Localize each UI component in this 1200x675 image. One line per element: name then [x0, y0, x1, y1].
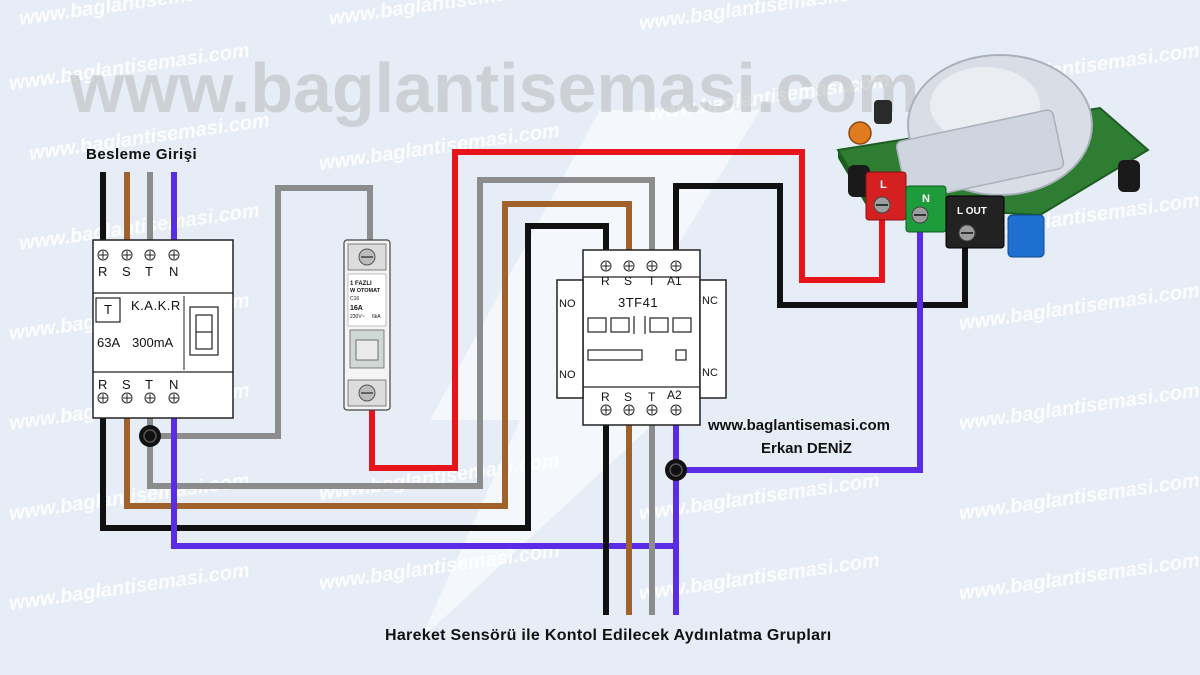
- mcb-label-line4: 16A: [350, 305, 363, 312]
- rcd-test-button-box: [95, 297, 121, 323]
- supply-label: Besleme Girişi: [86, 146, 198, 163]
- contactor-top-terminals: [600, 260, 682, 272]
- contactor-bottom-label-r: R: [601, 390, 610, 404]
- mcb-label-line6: 6kA: [372, 314, 381, 320]
- watermark-small: www.baglantisemasi.com: [18, 0, 261, 30]
- contactor-bottom-label-t: T: [648, 390, 656, 404]
- contactor-nc-top: NC: [702, 295, 718, 307]
- contactor-window-4: [672, 317, 692, 333]
- contactor-slot: [587, 349, 643, 361]
- pir-sensor: [836, 54, 1150, 258]
- contactor-model: 3TF41: [618, 295, 659, 310]
- contactor-window-1: [587, 317, 607, 333]
- junction-gray: [139, 425, 161, 447]
- contactor-top-label-a1: A1: [667, 274, 682, 288]
- watermark-small: www.baglantisemasi.com: [958, 469, 1200, 525]
- rcd-sensitivity: 300mA: [132, 335, 174, 350]
- mcb-toggle: [355, 339, 379, 361]
- wire-black-a1-lout: [673, 183, 968, 308]
- mcb-label-line1: 1 FAZLI: [350, 281, 372, 287]
- contactor-nc-bottom: NC: [702, 367, 718, 379]
- rcd-lever-housing: [189, 306, 219, 356]
- diagram-caption: Hareket Sensörü ile Kontol Edilecek Aydı…: [385, 627, 832, 644]
- watermark-small: www.baglantisemasi.com: [328, 0, 571, 30]
- rcd-bottom-label-t: T: [145, 377, 153, 392]
- rcd-bottom-label-n: N: [169, 377, 179, 392]
- contactor-bottom-terminals: [600, 404, 682, 416]
- rcd-device: [92, 239, 234, 419]
- wire-black-contactor-r: [100, 223, 609, 531]
- junction-purple-inner: [669, 463, 683, 477]
- contactor-window-3: [649, 317, 669, 333]
- sensor-cap-right: [1118, 160, 1140, 192]
- wire-purple-sensor-n: [676, 220, 923, 473]
- sensor-blue-cap: [1007, 214, 1045, 258]
- contactor-no-bottom: NO: [559, 369, 576, 381]
- rcd-top-label-r: R: [98, 264, 108, 279]
- wire-red-switched: [369, 149, 885, 471]
- watermark-large: www.baglantisemasi.com: [69, 49, 919, 127]
- junction-gray-inner: [143, 429, 157, 443]
- contactor-no-top: NO: [559, 298, 576, 310]
- sensor-capacitor: [874, 100, 892, 124]
- watermark-small: www.baglantisemasi.com: [958, 549, 1200, 605]
- contactor-top-label-r: R: [601, 274, 610, 288]
- junction-purple: [665, 459, 687, 481]
- rcd-top-terminals: [97, 249, 180, 261]
- contactor-top-label-s: S: [624, 274, 633, 288]
- contactor-device: [556, 249, 727, 426]
- watermark-small: www.baglantisemasi.com: [318, 119, 561, 175]
- terminal-block-out: [945, 195, 1005, 249]
- sensor-terminal-l-label: L: [880, 179, 887, 191]
- mcb-label-line5: 230V~: [350, 314, 365, 320]
- mcb-device: [343, 239, 391, 411]
- rcd-rating: 63A: [97, 335, 121, 350]
- credit-site: www.baglantisemasi.com: [708, 417, 890, 434]
- contactor-indicator: [675, 349, 687, 361]
- rcd-test-button-label: T: [104, 302, 112, 317]
- wire-purple-neutral: [171, 398, 679, 549]
- rcd-bottom-label-r: R: [98, 377, 108, 392]
- contactor-bottom-label-a2: A2: [667, 388, 682, 402]
- wire-gray-contactor-t: [147, 177, 655, 489]
- contactor-bottom-label-s: S: [624, 390, 633, 404]
- watermark-small: www.baglantisemasi.com: [958, 279, 1200, 335]
- sensor-potentiometer: [848, 121, 872, 145]
- sensor-cap-left: [848, 165, 870, 197]
- sensor-terminal-n-label: N: [922, 193, 930, 205]
- rcd-brand: K.A.K.R: [131, 298, 181, 313]
- watermark-small: www.baglantisemasi.com: [958, 379, 1200, 435]
- sensor-terminal-out-label: L OUT: [957, 206, 987, 217]
- rcd-bottom-label-s: S: [122, 377, 131, 392]
- wire-brown-contactor-s: [124, 201, 632, 509]
- rcd-top-label-t: T: [145, 264, 153, 279]
- mcb-label-line3: C16: [350, 296, 360, 302]
- rcd-top-label-n: N: [169, 264, 179, 279]
- rcd-top-label-s: S: [122, 264, 131, 279]
- watermark-small: www.baglantisemasi.com: [638, 0, 881, 35]
- contactor-window-2: [610, 317, 630, 333]
- contactor-top-label-t: T: [648, 274, 656, 288]
- credit-author: Erkan DENİZ: [761, 440, 852, 457]
- rcd-bottom-terminals: [97, 392, 180, 404]
- mcb-label-line2: W OTOMAT: [350, 288, 381, 294]
- watermark-small: www.baglantisemasi.com: [8, 559, 251, 615]
